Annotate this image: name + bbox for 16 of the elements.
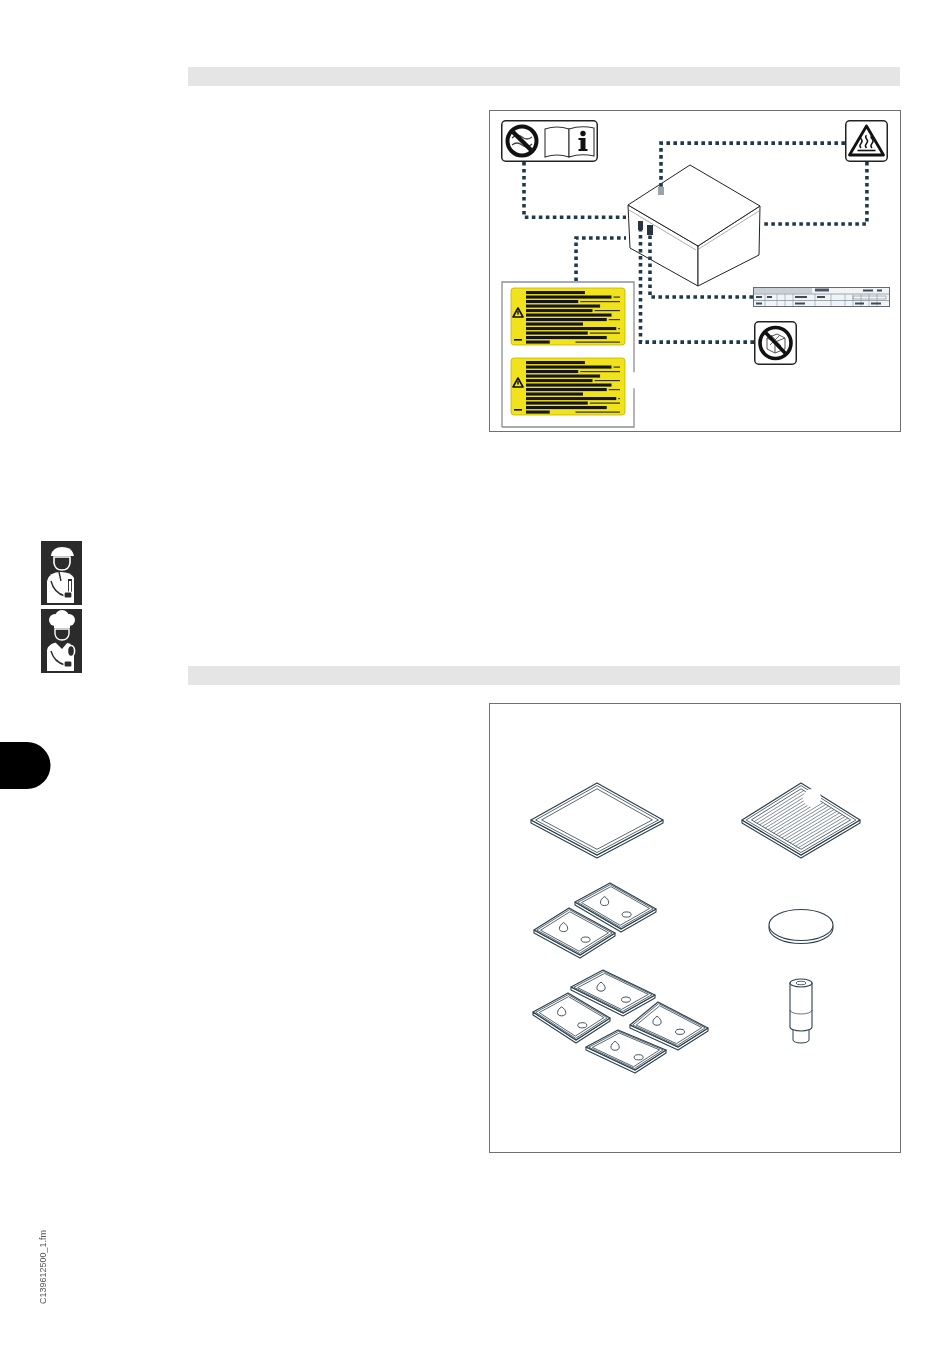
leader-line: [762, 162, 869, 226]
leader-line: [638, 230, 754, 344]
rating-plate: [753, 287, 890, 307]
leader-line: [648, 235, 753, 299]
sticker-mark: [658, 187, 664, 195]
leader-line: [574, 236, 626, 281]
hot-surface-sticker: [845, 120, 888, 162]
file-name-label: C139612500_1.fm: [38, 1229, 48, 1304]
sticker-mark: [647, 225, 653, 235]
oven-drawing: [626, 163, 762, 289]
leader-line: [522, 162, 626, 219]
prohibition-sticker: [754, 321, 797, 365]
warning-label-panel: [501, 281, 635, 428]
leader-line: [659, 141, 845, 187]
manual-warning-sticker: [501, 120, 598, 162]
sticker-mark: [638, 221, 643, 230]
